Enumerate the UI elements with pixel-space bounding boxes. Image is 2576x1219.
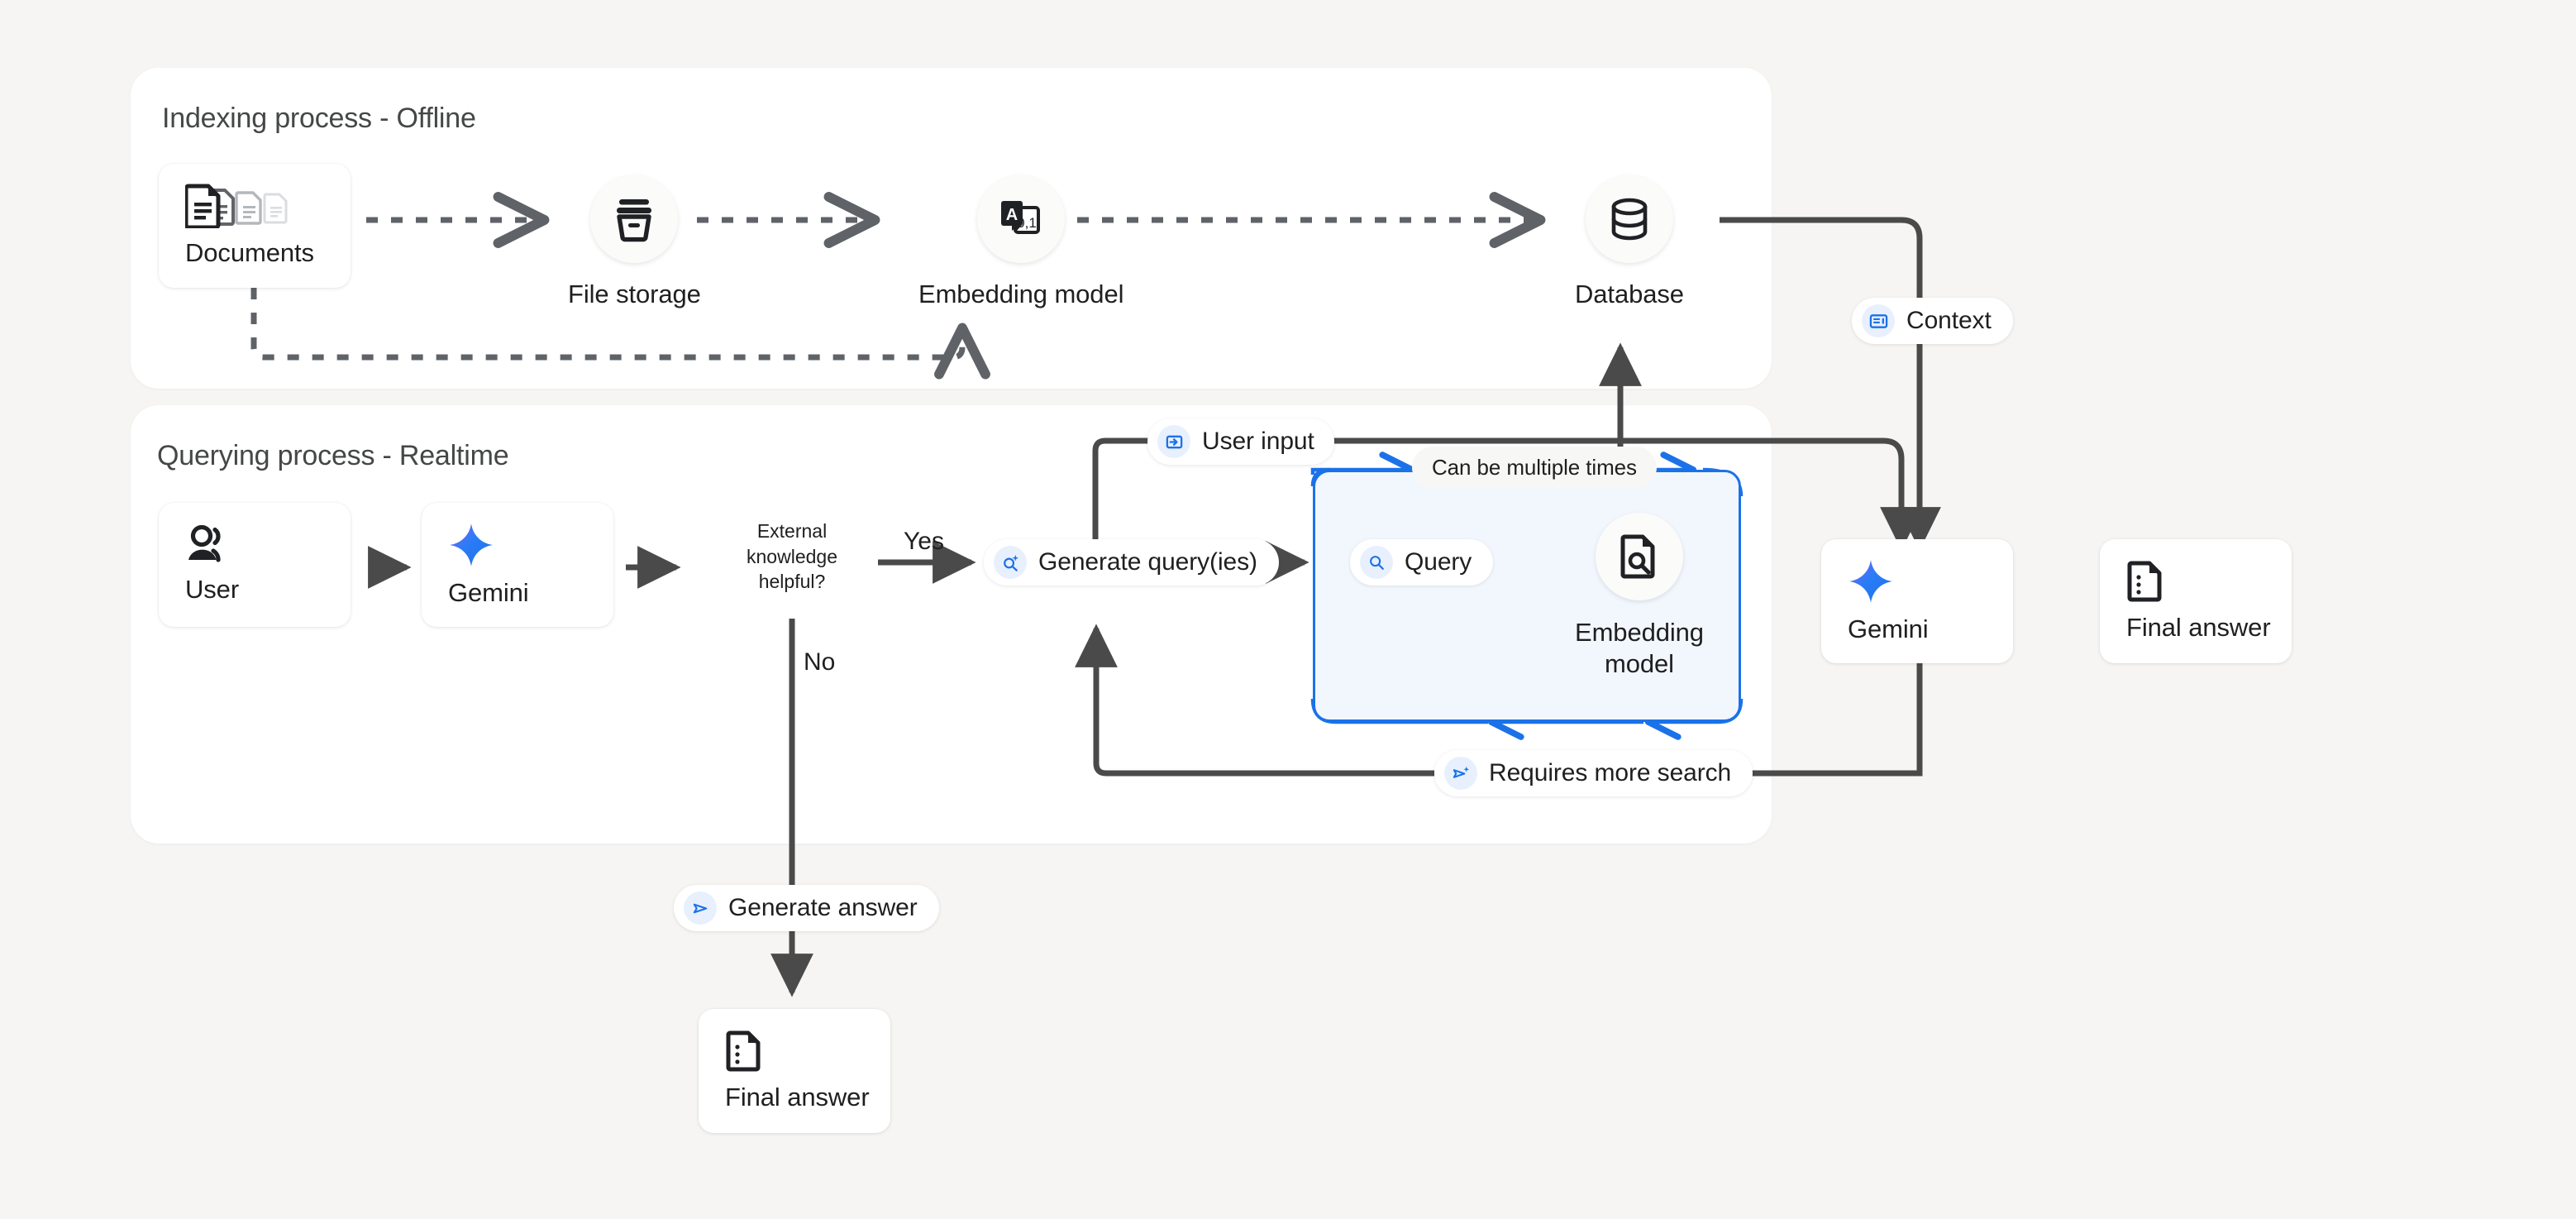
archive-box-icon — [590, 175, 679, 263]
decision-line-2: knowledge — [747, 545, 837, 567]
pill-context[interactable]: Context — [1852, 298, 2013, 344]
search-icon — [1360, 546, 1393, 579]
retrieval-loop-box — [1313, 470, 1741, 722]
input-arrow-icon — [1157, 425, 1190, 458]
node-embedding-model-indexing[interactable]: 0,1 A Embedding model — [918, 175, 1123, 309]
node-database-label: Database — [1575, 280, 1684, 308]
send-icon — [684, 892, 717, 925]
pill-user-input-label: User input — [1202, 428, 1314, 455]
node-gemini-left-label: Gemini — [448, 578, 529, 607]
node-gemini-right-label: Gemini — [1848, 614, 1929, 643]
pill-generate-queries-label: Generate query(ies) — [1038, 548, 1257, 576]
node-final-answer-bottom[interactable]: Final answer — [699, 1009, 890, 1133]
pill-requires-more-search[interactable]: Requires more search — [1434, 750, 1753, 796]
node-user-label: User — [185, 575, 240, 604]
answer-document-icon — [725, 1030, 890, 1073]
node-gemini-right[interactable]: Gemini — [1821, 539, 2013, 663]
send-sparkle-icon — [1444, 757, 1477, 790]
node-file-storage[interactable]: File storage — [568, 175, 701, 309]
panel-querying-title: Querying process - Realtime — [157, 440, 509, 471]
node-embedding-model-querying-label: Embedding model — [1575, 617, 1704, 680]
node-database[interactable]: Database — [1575, 175, 1684, 309]
gemini-sparkle-icon — [448, 522, 613, 568]
decision-text: External knowledge helpful? — [711, 500, 873, 614]
pill-generate-answer-label: Generate answer — [728, 894, 918, 921]
pill-requires-more-search-label: Requires more search — [1489, 759, 1732, 786]
node-gemini-left[interactable]: Gemini — [422, 503, 613, 627]
database-cylinder-icon — [1585, 175, 1673, 263]
node-embedding-model-querying[interactable]: Embedding model — [1575, 513, 1704, 680]
document-search-icon — [1595, 513, 1683, 600]
pill-generate-queries[interactable]: Generate query(ies) — [984, 539, 1279, 586]
person-icon — [185, 525, 351, 565]
pill-can-be-multiple-times-label: Can be multiple times — [1432, 454, 1637, 480]
svg-text:A: A — [1006, 206, 1018, 224]
embed-label-line-2: model — [1605, 648, 1674, 678]
node-documents-label: Documents — [185, 238, 314, 267]
gemini-sparkle-icon — [1848, 558, 2013, 605]
documents-stack-icon — [185, 184, 351, 228]
decision-line-3: helpful? — [758, 571, 826, 593]
translate-embedding-icon: 0,1 A — [977, 175, 1066, 263]
edge-label-yes: Yes — [904, 528, 944, 555]
node-embedding-model-indexing-label: Embedding model — [918, 280, 1124, 308]
embed-label-line-1: Embedding — [1575, 618, 1704, 647]
pill-query[interactable]: Query — [1350, 539, 1494, 586]
pill-query-label: Query — [1405, 548, 1472, 576]
decision-line-1: External — [756, 520, 828, 543]
search-sparkle-icon — [994, 546, 1027, 579]
node-final-answer-right-label: Final answer — [2126, 613, 2271, 642]
node-decision-external-knowledge[interactable]: External knowledge helpful? — [711, 500, 873, 614]
node-documents[interactable]: Documents — [159, 164, 351, 288]
edge-label-no: No — [804, 648, 836, 676]
node-final-answer-right[interactable]: Final answer — [2100, 539, 2292, 663]
context-panel-icon — [1862, 304, 1895, 337]
panel-indexing-title: Indexing process - Offline — [162, 103, 476, 134]
node-final-answer-bottom-label: Final answer — [725, 1083, 870, 1111]
node-file-storage-label: File storage — [568, 280, 701, 308]
pill-user-input[interactable]: User input — [1147, 418, 1334, 465]
pill-generate-answer[interactable]: Generate answer — [674, 885, 939, 931]
node-user[interactable]: User — [159, 503, 351, 627]
answer-document-icon — [2126, 560, 2292, 603]
pill-context-label: Context — [1906, 307, 1992, 334]
pill-can-be-multiple-times: Can be multiple times — [1412, 447, 1657, 488]
